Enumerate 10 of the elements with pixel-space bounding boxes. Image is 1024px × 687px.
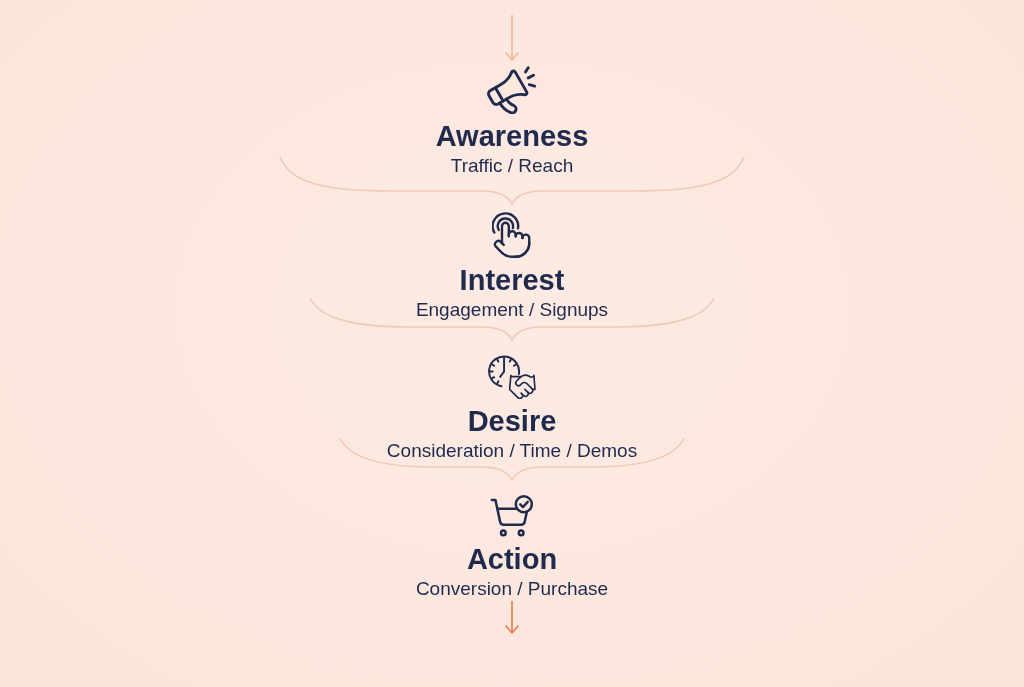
stage-title: Action [466, 543, 558, 575]
arrow [505, 600, 519, 634]
stage-subtitle: Traffic / Reach [450, 154, 574, 178]
stage-title: Awareness [435, 120, 589, 152]
stage-title: Interest [459, 264, 565, 296]
stage-subtitle: Conversion / Purchase [415, 577, 609, 601]
stage-subtitle: Engagement / Signups [415, 298, 609, 322]
stage-title: Desire [467, 405, 557, 437]
stage-subtitle: Consideration / Time / Demos [386, 439, 638, 463]
arrow [505, 14, 519, 61]
